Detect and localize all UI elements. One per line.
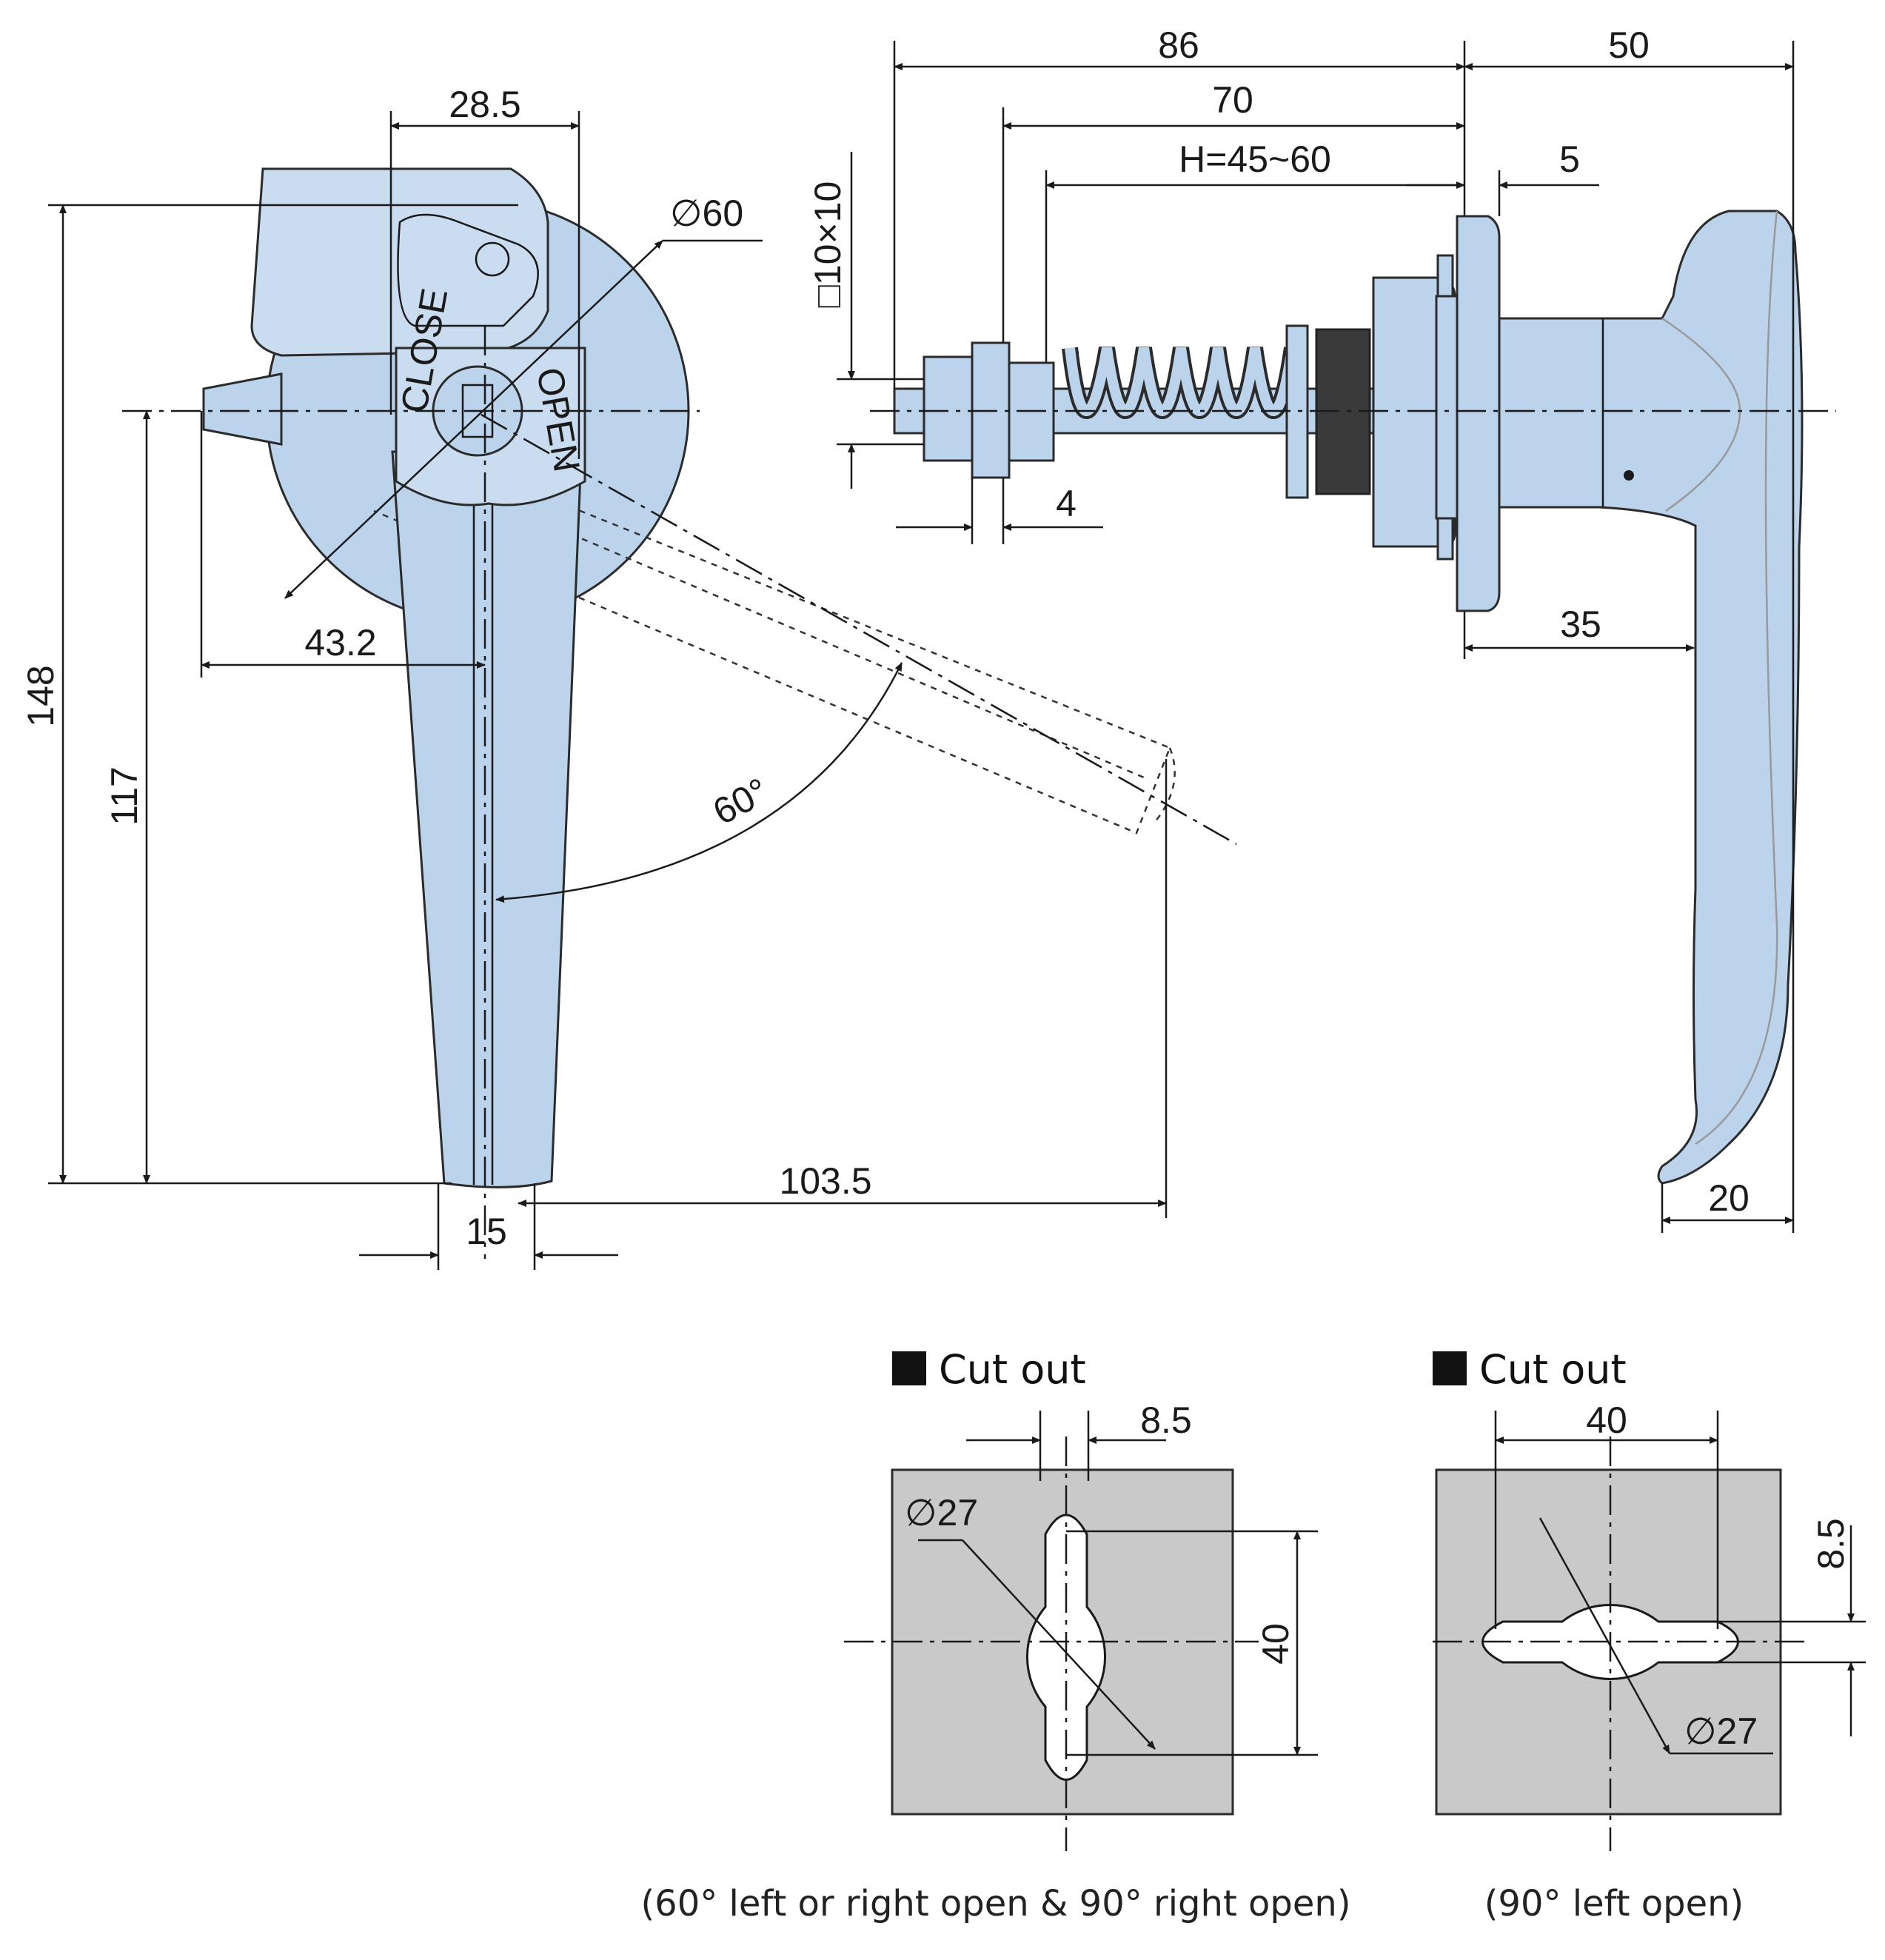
shaft-stub bbox=[202, 372, 283, 446]
cutout-1-dim-40: 40 bbox=[1255, 1623, 1296, 1665]
dim-label-20: 20 bbox=[1708, 1177, 1750, 1219]
cutout-1-heading: Cut out bbox=[939, 1346, 1086, 1393]
gasket-top bbox=[1436, 254, 1454, 298]
dim-offset: 43.2 bbox=[200, 411, 486, 678]
side-handle bbox=[1498, 210, 1804, 1185]
dim-total-height: 148 bbox=[20, 204, 518, 1185]
mounting-flange bbox=[1456, 215, 1501, 612]
swing-centerline bbox=[481, 413, 1237, 846]
dim-flange-thickness: 5 bbox=[1407, 138, 1599, 216]
dim-label-60deg: 60° bbox=[706, 770, 775, 833]
dim-door-thickness: H=45~60 bbox=[1045, 138, 1465, 363]
dim-label-5: 5 bbox=[1559, 138, 1580, 180]
cutout-2: Cut out 40 8.5 ∅27 (90° left open) bbox=[1433, 1346, 1866, 1924]
dim-swing-reach: 103.5 bbox=[518, 759, 1168, 1218]
dim-label-square: □10×10 bbox=[807, 181, 848, 308]
cutout-1-dim-8-5: 8.5 bbox=[1140, 1399, 1192, 1441]
cutout-1-dim-d27: ∅27 bbox=[905, 1492, 978, 1533]
handle-lever bbox=[391, 450, 583, 1188]
side-view: 86 50 70 H=45~60 5 bbox=[807, 24, 1836, 1233]
dim-label-148: 148 bbox=[20, 665, 61, 726]
dim-bezel-diameter: ∅60 bbox=[284, 193, 763, 599]
cutout-2-caption: (90° left open) bbox=[1484, 1883, 1744, 1924]
dim-label-103-5: 103.5 bbox=[779, 1160, 871, 1202]
dim-nut-thickness: 4 bbox=[896, 478, 1103, 544]
dim-label-4: 4 bbox=[1056, 483, 1077, 524]
dim-label-70: 70 bbox=[1212, 79, 1253, 121]
dim-square-shaft: □10×10 bbox=[807, 152, 924, 489]
cutout-2-dim-8-5: 8.5 bbox=[1810, 1518, 1852, 1570]
handle-rivet bbox=[1624, 470, 1634, 481]
dim-label-43-2: 43.2 bbox=[304, 622, 376, 663]
panel-nut-lip bbox=[1435, 295, 1460, 520]
front-view: CLOSE OPEN 28.5 ∅60 148 117 bbox=[20, 84, 1237, 1270]
cutout-1: Cut out ∅27 8.5 40 (60° left or right op… bbox=[640, 1346, 1350, 1924]
dim-label-117: 117 bbox=[104, 766, 145, 826]
dim-pivot-height: 117 bbox=[104, 410, 150, 1184]
latch-tab bbox=[250, 167, 549, 357]
dim-label-h: H=45~60 bbox=[1179, 138, 1331, 180]
dim-label-28-5: 28.5 bbox=[449, 84, 520, 125]
dim-grip-width: 15 bbox=[359, 1183, 618, 1270]
dim-label-50: 50 bbox=[1608, 24, 1650, 66]
dim-handle-offset: 35 bbox=[1463, 603, 1695, 659]
dim-label-35: 35 bbox=[1560, 603, 1601, 645]
dim-label-86: 86 bbox=[1158, 24, 1199, 66]
cutout-2-dim-d27: ∅27 bbox=[1684, 1710, 1758, 1752]
dim-label-15: 15 bbox=[466, 1211, 507, 1252]
cutout-2-heading: Cut out bbox=[1479, 1346, 1627, 1393]
cutout-2-bullet bbox=[1433, 1351, 1467, 1385]
cutout-1-caption: (60° left or right open & 90° right open… bbox=[640, 1883, 1350, 1924]
cutout-1-bullet bbox=[892, 1351, 926, 1385]
dim-label-d60: ∅60 bbox=[670, 193, 743, 234]
dim-handle-tip: 20 bbox=[1661, 1177, 1794, 1233]
cutout-2-dim-40: 40 bbox=[1586, 1399, 1627, 1441]
dim-shaft-length: 70 bbox=[1002, 79, 1465, 343]
dim-handle-depth: 50 bbox=[1464, 24, 1795, 1233]
end-nut bbox=[923, 355, 974, 462]
gasket-bottom bbox=[1436, 517, 1454, 561]
